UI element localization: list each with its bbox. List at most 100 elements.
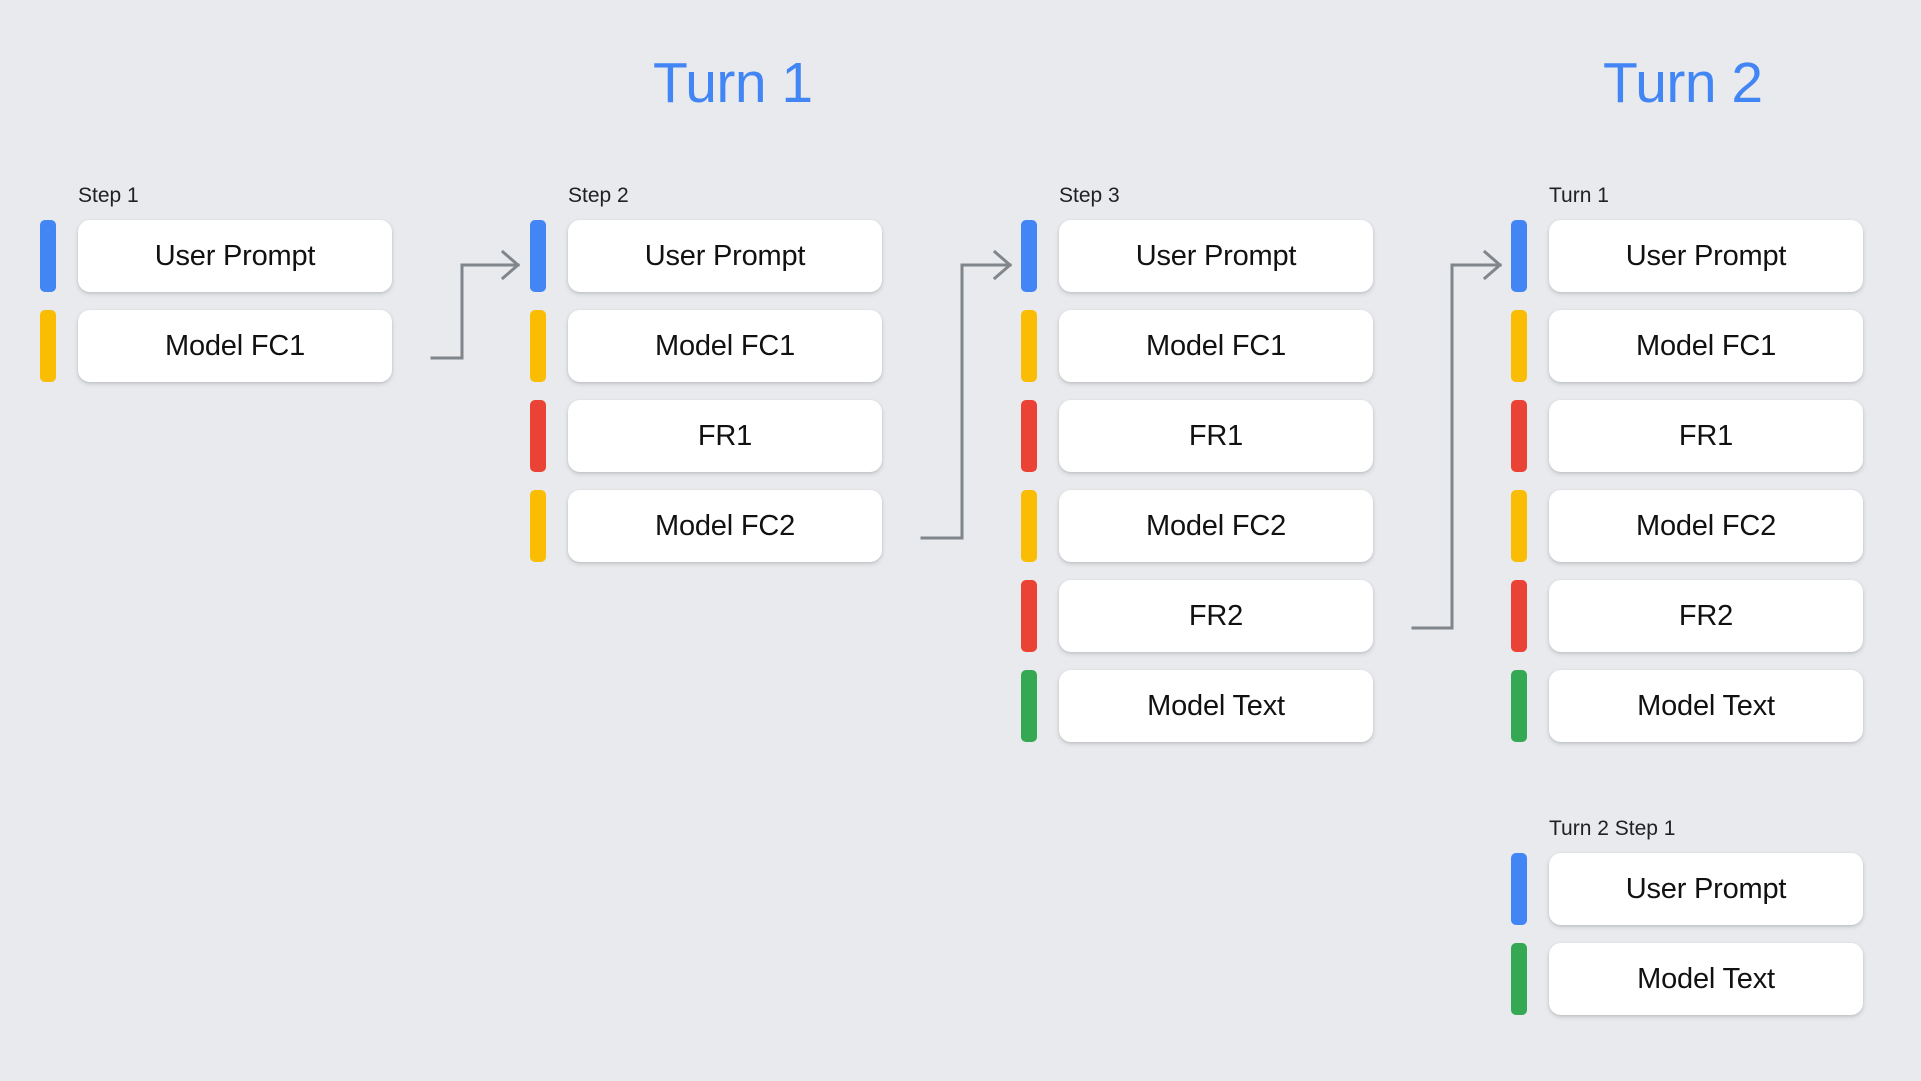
- column-turn2-turn-1: Turn 1 User Prompt Model FC1 FR1: [1511, 185, 1863, 742]
- card-label: Model FC1: [164, 329, 306, 362]
- color-bar-blue-icon: [530, 220, 546, 292]
- column-header-step-2: Step 2: [568, 184, 629, 207]
- column-step-3: Step 3 User Prompt Model FC1 FR1: [1021, 185, 1373, 742]
- card[interactable]: Model FC1: [78, 310, 392, 382]
- list-item[interactable]: Model FC2: [530, 490, 882, 562]
- list-item[interactable]: Model Text: [1021, 670, 1373, 742]
- card[interactable]: Model FC1: [1059, 310, 1373, 382]
- column-turn2-step-1: Turn 2 Step 1 User Prompt Model Text: [1511, 818, 1863, 1015]
- list-item[interactable]: FR1: [1021, 400, 1373, 472]
- card[interactable]: Model FC2: [1059, 490, 1373, 562]
- connector-step1-to-step2: [430, 249, 521, 360]
- rows-step-3: User Prompt Model FC1 FR1 Model FC2: [1021, 220, 1373, 742]
- color-bar-yellow-icon: [530, 310, 546, 382]
- list-item[interactable]: Model FC2: [1511, 490, 1863, 562]
- color-bar-yellow-icon: [530, 490, 546, 562]
- color-bar-blue-icon: [1021, 220, 1037, 292]
- color-bar-green-icon: [1511, 670, 1527, 742]
- card-label: Model FC1: [654, 329, 796, 362]
- rows-step-2: User Prompt Model FC1 FR1 Model FC2: [530, 220, 882, 562]
- card-label: Model Text: [1147, 689, 1285, 722]
- card-label: User Prompt: [1625, 239, 1787, 272]
- list-item[interactable]: FR1: [530, 400, 882, 472]
- card-label: FR1: [697, 419, 753, 452]
- card-label: Model FC1: [1635, 329, 1777, 362]
- list-item[interactable]: User Prompt: [40, 220, 392, 292]
- list-item[interactable]: Model FC1: [40, 310, 392, 382]
- color-bar-yellow-icon: [1021, 490, 1037, 562]
- list-item[interactable]: Model Text: [1511, 943, 1863, 1015]
- list-item[interactable]: Model FC1: [530, 310, 882, 382]
- list-item[interactable]: User Prompt: [1511, 853, 1863, 925]
- color-bar-red-icon: [1511, 580, 1527, 652]
- card[interactable]: Model Text: [1549, 943, 1863, 1015]
- card[interactable]: User Prompt: [78, 220, 392, 292]
- card-label: FR2: [1188, 599, 1244, 632]
- color-bar-green-icon: [1511, 943, 1527, 1015]
- list-item[interactable]: User Prompt: [1021, 220, 1373, 292]
- column-step-2: Step 2 User Prompt Model FC1 FR1: [530, 185, 882, 562]
- card[interactable]: FR1: [568, 400, 882, 472]
- card-label: FR1: [1678, 419, 1734, 452]
- card[interactable]: Model Text: [1059, 670, 1373, 742]
- list-item[interactable]: Model FC1: [1511, 310, 1863, 382]
- list-item[interactable]: User Prompt: [1511, 220, 1863, 292]
- list-item[interactable]: Model Text: [1511, 670, 1863, 742]
- card-label: User Prompt: [644, 239, 806, 272]
- color-bar-yellow-icon: [40, 310, 56, 382]
- card-label: User Prompt: [154, 239, 316, 272]
- card[interactable]: FR1: [1059, 400, 1373, 472]
- rows-step-1: User Prompt Model FC1: [40, 220, 392, 382]
- color-bar-green-icon: [1021, 670, 1037, 742]
- turn-2-title: Turn 2: [1603, 51, 1763, 115]
- column-header-step-3: Step 3: [1059, 184, 1120, 207]
- card-label: Model FC2: [1145, 509, 1287, 542]
- list-item[interactable]: Model FC1: [1021, 310, 1373, 382]
- connector-step2-to-step3: [920, 249, 1013, 540]
- color-bar-yellow-icon: [1511, 490, 1527, 562]
- rows-turn2-step-1: User Prompt Model Text: [1511, 853, 1863, 1015]
- list-item[interactable]: FR2: [1021, 580, 1373, 652]
- card[interactable]: User Prompt: [568, 220, 882, 292]
- card-label: Model FC1: [1145, 329, 1287, 362]
- column-header-step-1: Step 1: [78, 184, 139, 207]
- color-bar-yellow-icon: [1511, 310, 1527, 382]
- card[interactable]: Model FC2: [568, 490, 882, 562]
- color-bar-red-icon: [1511, 400, 1527, 472]
- card[interactable]: FR2: [1549, 580, 1863, 652]
- column-step-1: Step 1 User Prompt Model FC1: [40, 185, 392, 382]
- list-item[interactable]: FR2: [1511, 580, 1863, 652]
- card-label: FR1: [1188, 419, 1244, 452]
- rows-turn2-turn-1: User Prompt Model FC1 FR1 Model FC2: [1511, 220, 1863, 742]
- column-header-turn-2-step-1: Turn 2 Step 1: [1549, 817, 1676, 840]
- color-bar-blue-icon: [1511, 853, 1527, 925]
- card[interactable]: Model FC1: [568, 310, 882, 382]
- card[interactable]: FR1: [1549, 400, 1863, 472]
- color-bar-yellow-icon: [1021, 310, 1037, 382]
- card[interactable]: User Prompt: [1059, 220, 1373, 292]
- list-item[interactable]: Model FC2: [1021, 490, 1373, 562]
- turn-1-title: Turn 1: [653, 51, 813, 115]
- color-bar-red-icon: [530, 400, 546, 472]
- column-header-turn-1: Turn 1: [1549, 184, 1609, 207]
- card-label: User Prompt: [1135, 239, 1297, 272]
- card-label: Model FC2: [654, 509, 796, 542]
- card-label: Model FC2: [1635, 509, 1777, 542]
- card-label: FR2: [1678, 599, 1734, 632]
- color-bar-blue-icon: [1511, 220, 1527, 292]
- card-label: Model Text: [1637, 689, 1775, 722]
- card[interactable]: Model FC2: [1549, 490, 1863, 562]
- color-bar-red-icon: [1021, 400, 1037, 472]
- card[interactable]: FR2: [1059, 580, 1373, 652]
- card[interactable]: Model Text: [1549, 670, 1863, 742]
- card-label: Model Text: [1637, 962, 1775, 995]
- color-bar-red-icon: [1021, 580, 1037, 652]
- card[interactable]: User Prompt: [1549, 220, 1863, 292]
- color-bar-blue-icon: [40, 220, 56, 292]
- card[interactable]: User Prompt: [1549, 853, 1863, 925]
- list-item[interactable]: FR1: [1511, 400, 1863, 472]
- card-label: User Prompt: [1625, 872, 1787, 905]
- list-item[interactable]: User Prompt: [530, 220, 882, 292]
- card[interactable]: Model FC1: [1549, 310, 1863, 382]
